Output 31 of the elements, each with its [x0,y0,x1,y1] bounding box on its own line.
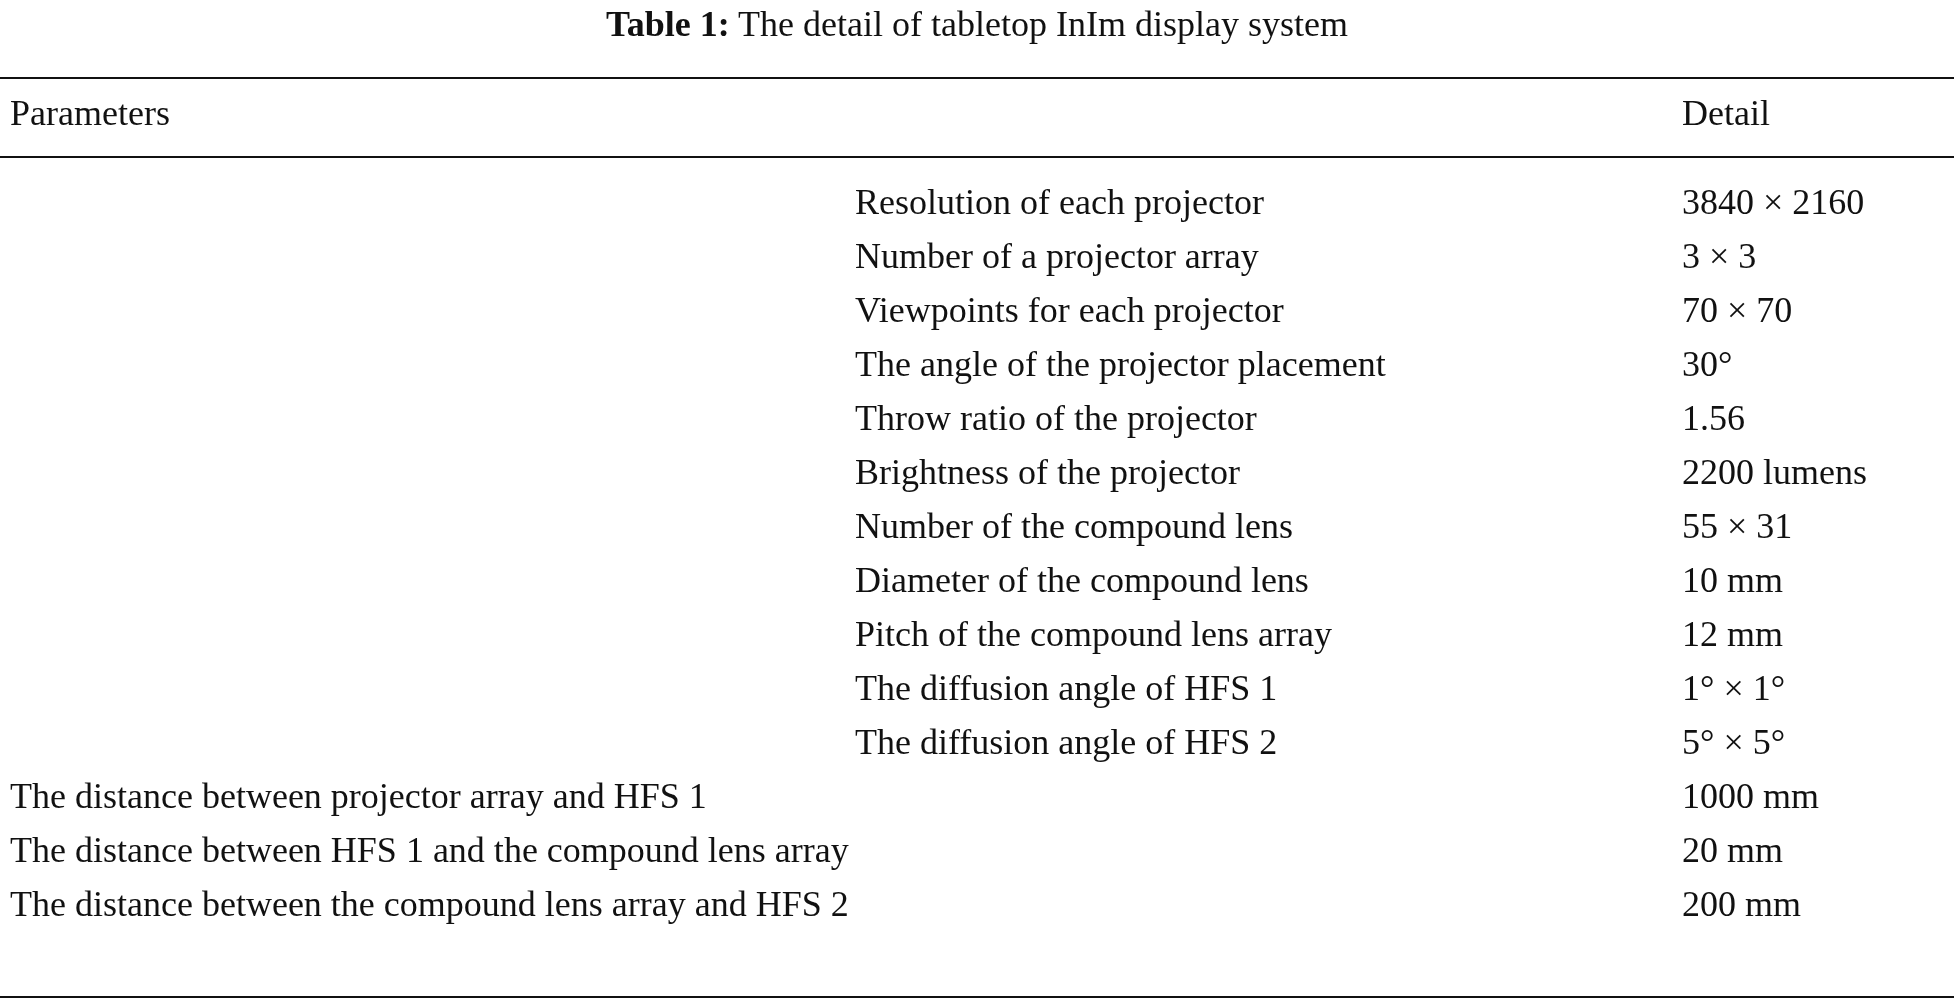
parameter-name: Throw ratio of the projector [855,397,1257,440]
parameter-name: The distance between HFS 1 and the compound lens array [10,829,849,872]
parameter-name: Viewpoints for each projector [855,289,1284,332]
parameter-name: Number of the compound lens [855,505,1293,548]
column-header: Parameters [10,92,170,135]
parameter-value: 20 mm [1682,829,1784,872]
parameter-value: 70 × 70 [1682,289,1794,332]
parameter-name: Brightness of the projector [855,451,1240,494]
parameter-value: 2200 lumens [1682,451,1868,494]
parameter-value: 3840 × 2160 [1682,181,1866,224]
column-header: Detail [1682,92,1770,135]
parameter-name: The angle of the projector placement [855,343,1386,386]
parameter-value: 30° [1682,343,1734,386]
parameter-name: Resolution of each projector [855,181,1264,224]
parameter-value: 200 mm [1682,883,1802,926]
table-title: Table 1: The detail of tabletop InIm display system [606,3,1348,46]
parameter-name: Number of a projector array [855,235,1259,278]
parameter-name: Diameter of the compound lens [855,559,1309,602]
parameter-name: The diffusion angle of HFS 1 [855,667,1278,710]
parameter-value: 12 mm [1682,613,1784,656]
parameter-value: 55 × 31 [1682,505,1794,548]
parameter-name: Pitch of the compound lens array [855,613,1332,656]
parameter-value: 1000 mm [1682,775,1820,818]
parameter-name: The distance between the compound lens array and HFS 2 [10,883,849,926]
parameter-name: The diffusion angle of HFS 2 [855,721,1278,764]
parameter-value: 3 × 3 [1682,235,1758,278]
parameter-value: 1.56 [1682,397,1746,440]
parameter-value: 5° × 5° [1682,721,1787,764]
parameter-name: The distance between projector array and HFS 1 [10,775,707,818]
parameter-value: 1° × 1° [1682,667,1787,710]
parameter-value: 10 mm [1682,559,1784,602]
